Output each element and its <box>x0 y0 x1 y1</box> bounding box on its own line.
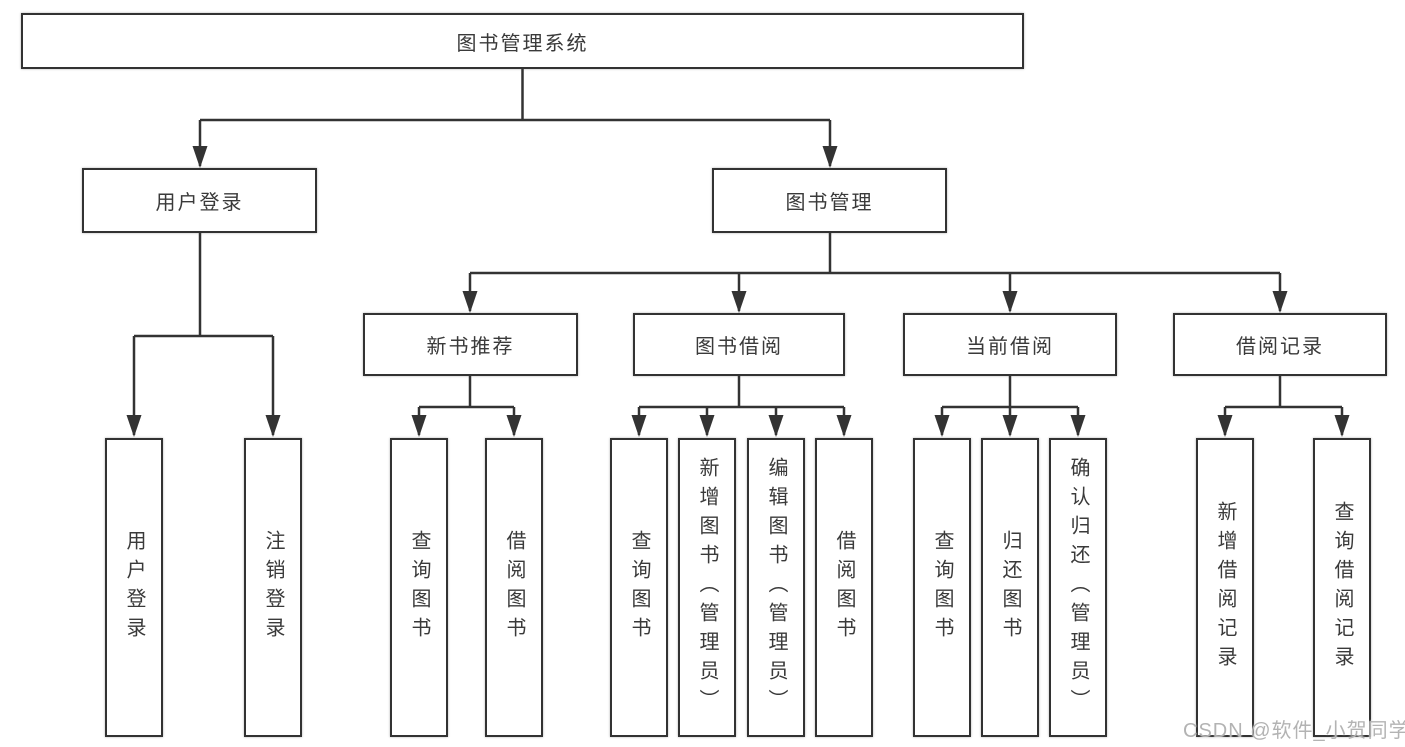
node-new-book-recommend: 新书推荐 <box>363 313 578 376</box>
leaf-edit-books-admin-label: 编辑图书（管理员） <box>765 457 787 718</box>
leaf-query-books-current-label: 查询图书 <box>931 529 953 646</box>
leaf-confirm-return-admin-label: 确认归还（管理员） <box>1067 457 1089 718</box>
leaf-return-books-label: 归还图书 <box>999 529 1021 646</box>
leaf-add-books-admin-label: 新增图书（管理员） <box>696 457 718 718</box>
leaf-user-login-label: 用户登录 <box>123 529 145 646</box>
leaf-query-books-borrow-label: 查询图书 <box>628 529 650 646</box>
leaf-borrow-books-recommend: 借阅图书 <box>485 438 543 737</box>
leaf-borrow-books-label: 借阅图书 <box>833 529 855 646</box>
node-new-book-recommend-label: 新书推荐 <box>426 336 515 358</box>
leaf-query-books-borrow: 查询图书 <box>610 438 668 737</box>
leaf-user-login: 用户登录 <box>105 438 163 737</box>
node-user-login: 用户登录 <box>82 168 317 233</box>
leaf-add-borrow-record-label: 新增借阅记录 <box>1214 500 1236 675</box>
leaf-query-books-recommend-label: 查询图书 <box>408 529 430 646</box>
leaf-logout: 注销登录 <box>244 438 302 737</box>
leaf-logout-label: 注销登录 <box>262 529 284 646</box>
leaf-return-books: 归还图书 <box>981 438 1039 737</box>
node-book-management: 图书管理 <box>712 168 947 233</box>
leaf-query-borrow-record-label: 查询借阅记录 <box>1331 500 1353 675</box>
leaf-borrow-books-recommend-label: 借阅图书 <box>503 529 525 646</box>
node-book-borrow: 图书借阅 <box>633 313 845 376</box>
node-library-system: 图书管理系统 <box>21 13 1024 69</box>
leaf-query-books-current: 查询图书 <box>913 438 971 737</box>
leaf-add-books-admin: 新增图书（管理员） <box>678 438 736 737</box>
node-user-login-label: 用户登录 <box>155 192 244 214</box>
leaf-borrow-books: 借阅图书 <box>815 438 873 737</box>
node-book-management-label: 图书管理 <box>785 192 874 214</box>
node-borrow-records-label: 借阅记录 <box>1236 336 1324 358</box>
csdn-watermark: CSDN @软件_小贺同学 <box>1183 720 1405 742</box>
leaf-add-borrow-record: 新增借阅记录 <box>1196 438 1254 737</box>
node-book-borrow-label: 图书借阅 <box>695 336 783 358</box>
leaf-query-books-recommend: 查询图书 <box>390 438 448 737</box>
node-borrow-records: 借阅记录 <box>1173 313 1387 376</box>
node-current-borrow-label: 当前借阅 <box>966 336 1054 358</box>
leaf-edit-books-admin: 编辑图书（管理员） <box>747 438 805 737</box>
leaf-query-borrow-record: 查询借阅记录 <box>1313 438 1371 737</box>
leaf-confirm-return-admin: 确认归还（管理员） <box>1049 438 1107 737</box>
node-library-system-label: 图书管理系统 <box>456 32 589 55</box>
node-current-borrow: 当前借阅 <box>903 313 1117 376</box>
